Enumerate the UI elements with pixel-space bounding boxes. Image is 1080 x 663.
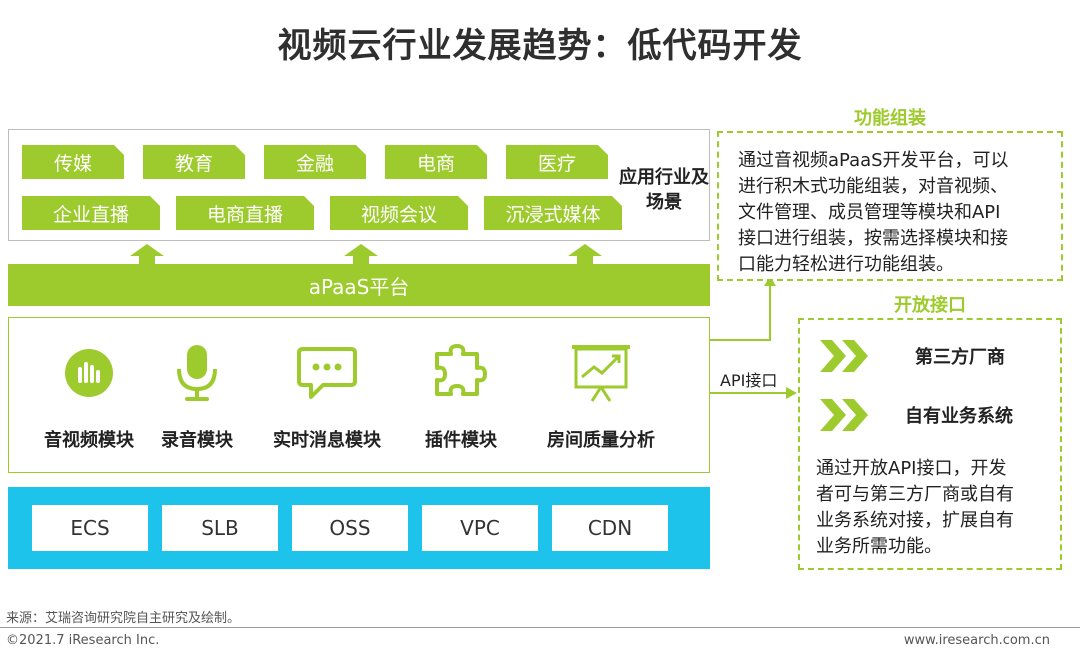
tag-immersive-media: 沉浸式媒体 (484, 196, 622, 230)
waveform-icon (19, 338, 159, 408)
apaas-platform-bar: aPaaS平台 (8, 264, 710, 306)
tag-education: 教育 (143, 145, 245, 179)
infra-slb: SLB (162, 505, 278, 551)
open-api-item-own-system (820, 398, 872, 432)
footer-divider (0, 627, 1080, 628)
function-assembly-box (717, 131, 1063, 281)
open-api-item-third-party (820, 339, 872, 373)
puzzle-icon (391, 338, 531, 408)
module-label: 房间质量分析 (547, 430, 655, 451)
microphone-icon (127, 338, 267, 408)
page-title: 视频云行业发展趋势：低代码开发 (277, 26, 803, 66)
tag-video-conference: 视频会议 (330, 196, 468, 230)
modules-box: 音视频模块 录音模块 实时消息模块 (8, 317, 710, 473)
module-label: 实时消息模块 (273, 430, 381, 451)
module-recording: 录音模块 (127, 338, 267, 452)
module-label: 音视频模块 (44, 430, 134, 451)
tag-healthcare: 医疗 (506, 145, 608, 179)
function-assembly-title: 功能组装 (854, 108, 926, 129)
tag-finance: 金融 (264, 145, 366, 179)
double-chevron-icon (820, 340, 868, 372)
up-arrow-icon (568, 244, 602, 266)
module-audio-video: 音视频模块 (19, 338, 159, 452)
source-note: 来源：艾瑞咨询研究院自主研究及绘制。 (6, 611, 241, 626)
up-arrow-icon (344, 244, 378, 266)
application-scenarios-label: 应用行业及场景 (619, 167, 709, 213)
open-api-description: 通过开放API接口，开发 者可与第三方厂商或自有 业务系统对接，扩展自有 业务所… (816, 458, 1014, 557)
infra-ecs: ECS (32, 505, 148, 551)
website-link[interactable]: www.iresearch.com.cn (903, 633, 1050, 648)
infra-vpc: VPC (422, 505, 538, 551)
module-label: 插件模块 (425, 430, 497, 451)
module-realtime-messaging: 实时消息模块 (257, 338, 397, 452)
module-plugin: 插件模块 (391, 338, 531, 452)
up-arrow-icon (130, 244, 164, 266)
tag-ecommerce: 电商 (385, 145, 487, 179)
tag-enterprise-live: 企业直播 (22, 196, 160, 230)
module-room-quality-analysis: 房间质量分析 (531, 338, 671, 452)
copyright: ©2021.7 iResearch Inc. (6, 633, 160, 648)
double-chevron-icon (820, 399, 868, 431)
trend-chart-icon (531, 338, 671, 408)
open-api-title: 开放接口 (894, 295, 966, 316)
tag-ecommerce-live: 电商直播 (176, 196, 314, 230)
chat-bubble-icon (257, 338, 397, 408)
api-connector-label: API接口 (720, 371, 778, 390)
module-label: 录音模块 (161, 430, 233, 451)
infra-cdn: CDN (552, 505, 668, 551)
function-assembly-description: 通过音视频aPaaS开发平台，可以 进行积木式功能组装，对音视频、 文件管理、成… (738, 150, 1009, 275)
tag-media: 传媒 (22, 145, 124, 179)
infra-oss: OSS (292, 505, 408, 551)
